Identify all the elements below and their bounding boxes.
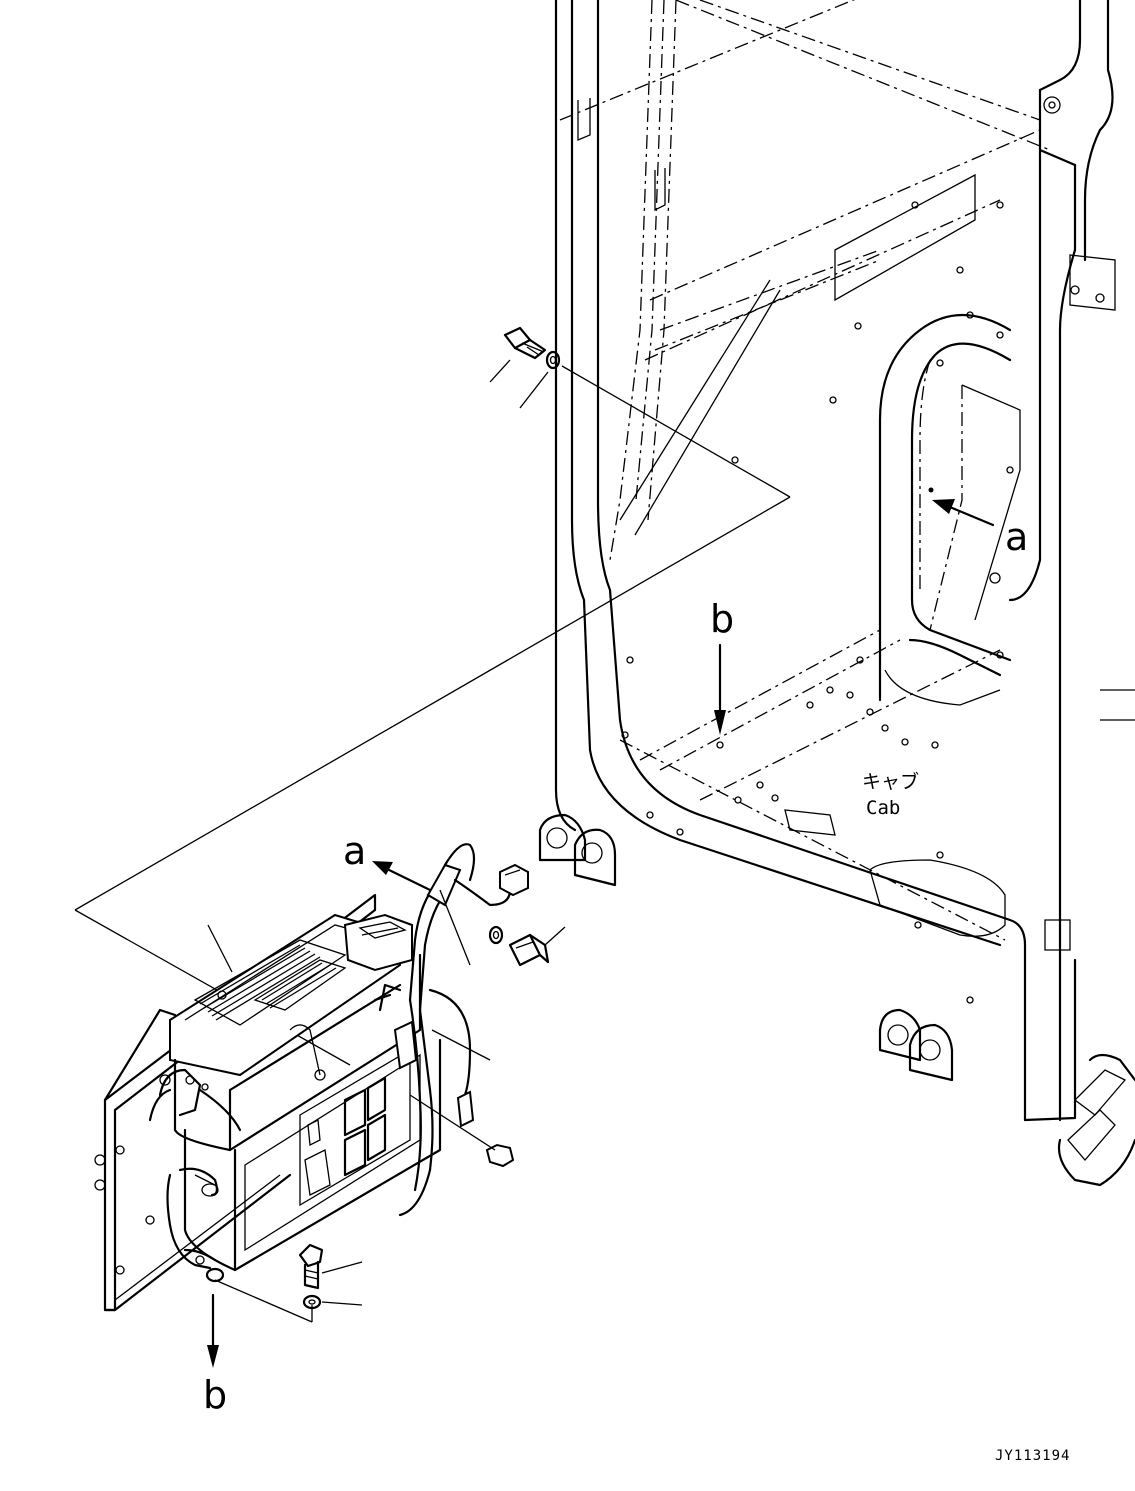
frame-holes bbox=[621, 201, 1014, 1004]
view-b-label-top: b bbox=[710, 597, 734, 641]
projection-lines bbox=[74, 496, 791, 1323]
cab-label-english: Cab bbox=[866, 797, 900, 819]
view-a-label-bottom: a bbox=[343, 829, 366, 873]
cab-label-japanese: キャブ bbox=[862, 770, 919, 793]
air-conditioner-unit bbox=[94, 893, 442, 1312]
view-a-arrow-bottom bbox=[372, 861, 432, 892]
view-a-label-top: a bbox=[1005, 515, 1028, 559]
lower-mounting-bolt bbox=[298, 1243, 363, 1310]
harness-mounting-bolt bbox=[431, 889, 566, 1061]
drawing-number: JY113194 bbox=[995, 1448, 1070, 1464]
view-a-arrow-top bbox=[932, 499, 995, 527]
upper-mounting-bolt bbox=[489, 326, 791, 498]
cab-frame bbox=[538, 0, 1135, 1187]
hex-nut bbox=[409, 1094, 515, 1168]
wiring-harness bbox=[373, 843, 529, 1217]
view-b-label-bottom: b bbox=[203, 1373, 227, 1417]
view-b-arrow-bottom bbox=[207, 1293, 219, 1368]
vent-grille bbox=[199, 944, 337, 1021]
view-b-arrow-top bbox=[714, 643, 726, 735]
